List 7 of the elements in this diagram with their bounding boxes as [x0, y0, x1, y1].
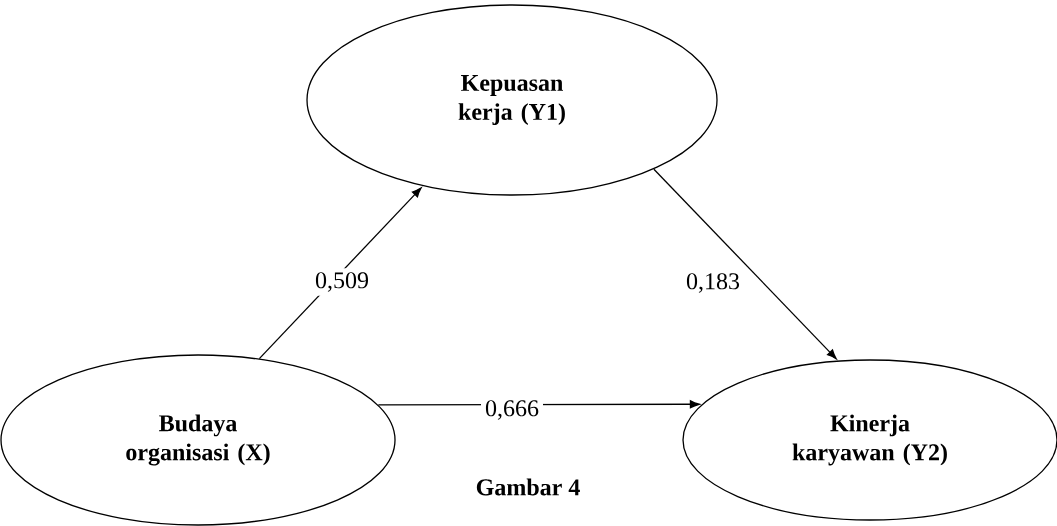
edge-label: 0,509: [311, 268, 373, 296]
ellipse-node: Kepuasan kerja (Y1): [306, 4, 718, 196]
ellipse-node: Budaya organisasi (X): [0, 354, 396, 526]
caption: Gambar 4: [476, 478, 580, 496]
edge-label: 0,183: [682, 269, 744, 297]
arrow: [653, 168, 837, 360]
edge-label: 0,666: [481, 396, 543, 424]
